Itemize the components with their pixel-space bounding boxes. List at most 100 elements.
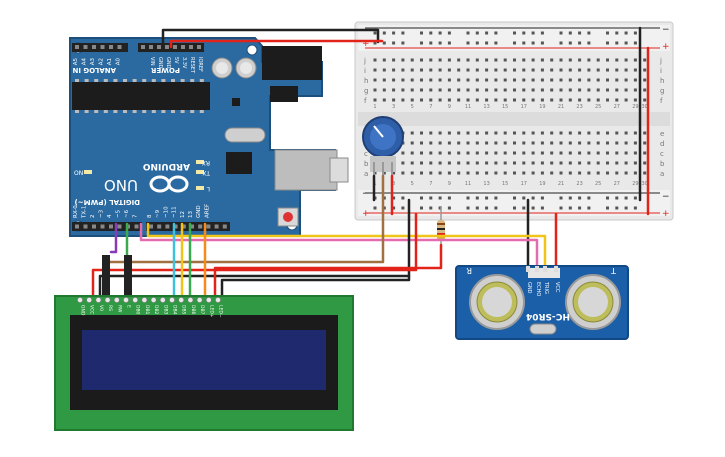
sensor-pin-label: TRIG — [543, 281, 549, 294]
lcd-pin-label: DB2 — [153, 305, 159, 315]
power-pin-label: VIN — [149, 57, 155, 66]
analog-pin-label: A3 — [90, 58, 96, 66]
column-number: 21 — [558, 181, 564, 187]
column-number: 21 — [558, 104, 564, 110]
digital-pin-label: ~10 — [163, 206, 169, 218]
column-number: 7 — [429, 104, 432, 110]
column-number: 7 — [429, 181, 432, 187]
column-number: 25 — [595, 181, 601, 187]
row-letter: e — [660, 130, 664, 138]
power-jack — [262, 46, 322, 80]
column-number: 15 — [502, 181, 508, 187]
row-letter: i — [364, 67, 366, 75]
reset-button-cap — [283, 212, 293, 222]
column-number: 9 — [448, 104, 451, 110]
lcd-pin-label: RW — [116, 305, 122, 313]
lcd-pin-label: DB4 — [172, 305, 178, 315]
wire-sensor-trig — [146, 222, 547, 270]
wire-lcd-led-plus — [213, 243, 443, 302]
lcd-screen — [82, 330, 326, 390]
lcd-pin-label: E — [126, 305, 132, 308]
digital-pin-label: ~3 — [99, 209, 105, 218]
lcd-pin-label: V0 — [98, 305, 104, 311]
row-letter: f — [364, 97, 367, 105]
led-tx-label: TX — [202, 169, 211, 176]
wire-lcd-vcc — [91, 212, 418, 302]
power-label: POWER — [150, 66, 180, 74]
arduino-model: UNO — [104, 176, 138, 194]
wire-lcd-led-minus — [220, 274, 411, 302]
rail-plus-label: + — [662, 42, 670, 52]
digital-header-high — [146, 222, 230, 231]
rail-plus-label: + — [662, 209, 670, 219]
wire-sensor-echo — [139, 222, 539, 270]
digital-pin-label: ~9 — [155, 209, 161, 218]
digital-label: DIGITAL (PWM~) — [75, 198, 140, 206]
led-on-label: ON — [74, 170, 83, 177]
sensor-pin-label: GND — [526, 282, 532, 294]
row-letter: c — [660, 150, 664, 158]
column-number: 17 — [521, 104, 527, 110]
row-letter: g — [364, 87, 368, 95]
arduino-brand: ARDUINO — [142, 161, 190, 171]
column-number: 27 — [614, 181, 620, 187]
breadboard-labels: jjiihhggffeeddccbbaa11335577991111131315… — [363, 57, 665, 187]
column-number: 15 — [502, 104, 508, 110]
lcd-pin-label: LED+ — [208, 305, 214, 318]
lcd-pin-label: DB5 — [181, 305, 187, 315]
digital-pin-label: AREF — [204, 204, 210, 218]
wire-lcd-gnd — [98, 198, 411, 302]
row-letter: j — [363, 57, 366, 65]
column-number: 29 — [632, 104, 638, 110]
digital-pin-label: 12 — [180, 211, 186, 218]
lcd-pin-label: VCC — [89, 305, 95, 314]
usb-port — [274, 149, 338, 191]
sensor-pin-label: ECHO — [535, 282, 541, 296]
digital-pin-label: GND — [196, 205, 202, 218]
analog-in-label: ANALOG IN — [72, 66, 116, 74]
digital-pin-label: ~5 — [116, 209, 122, 218]
digital-pin-label: 13 — [188, 211, 194, 218]
rail-minus-label: − — [662, 192, 670, 202]
row-letter: a — [364, 170, 368, 178]
row-letter: h — [364, 77, 368, 85]
led-rx-label: RX — [202, 159, 210, 166]
column-number: 23 — [576, 104, 582, 110]
column-number: 3 — [392, 104, 395, 110]
sensor-pin-label: VCC — [554, 282, 560, 293]
column-number: 27 — [614, 104, 620, 110]
row-letter: a — [660, 170, 664, 178]
lcd-pin-label: DB6 — [190, 305, 196, 315]
lcd-pin-label: DB3 — [162, 305, 168, 315]
row-letter: d — [660, 140, 664, 148]
digital-pin-label: 2 — [90, 215, 96, 219]
column-number: 30 — [642, 104, 648, 110]
sensor-model-label: HC-SR04 — [526, 311, 570, 321]
power-pin-label: 5V — [173, 57, 179, 64]
row-letter: b — [660, 160, 665, 168]
column-number: 5 — [411, 104, 414, 110]
column-number: 30 — [642, 181, 648, 187]
arduino-infinity-logo — [149, 175, 189, 193]
row-letter: b — [364, 160, 369, 168]
analog-pin-label: A1 — [107, 58, 113, 65]
rail-minus-label: − — [362, 189, 370, 199]
lcd-pin-label: DB7 — [199, 305, 205, 315]
lcd-pin-label: DB1 — [144, 305, 150, 315]
row-letter: f — [660, 97, 663, 105]
wire-lcd-rs — [109, 222, 118, 254]
power-pin-label: GND — [157, 57, 163, 69]
row-letter: c — [364, 150, 368, 158]
column-number: 19 — [539, 104, 545, 110]
analog-pin-label: A2 — [99, 58, 105, 65]
column-number: 11 — [465, 181, 471, 187]
analog-pin-label: A4 — [82, 58, 88, 66]
lcd-pin-label: LED− — [218, 305, 224, 318]
led-l-label: L — [206, 185, 210, 192]
breadboard: jjiihhggffeeddccbbaa11335577991111131315… — [354, 21, 674, 221]
digital-pin-label: 4 — [107, 214, 113, 218]
column-number: 13 — [483, 104, 489, 110]
digital-pin-label: 8 — [147, 214, 153, 218]
